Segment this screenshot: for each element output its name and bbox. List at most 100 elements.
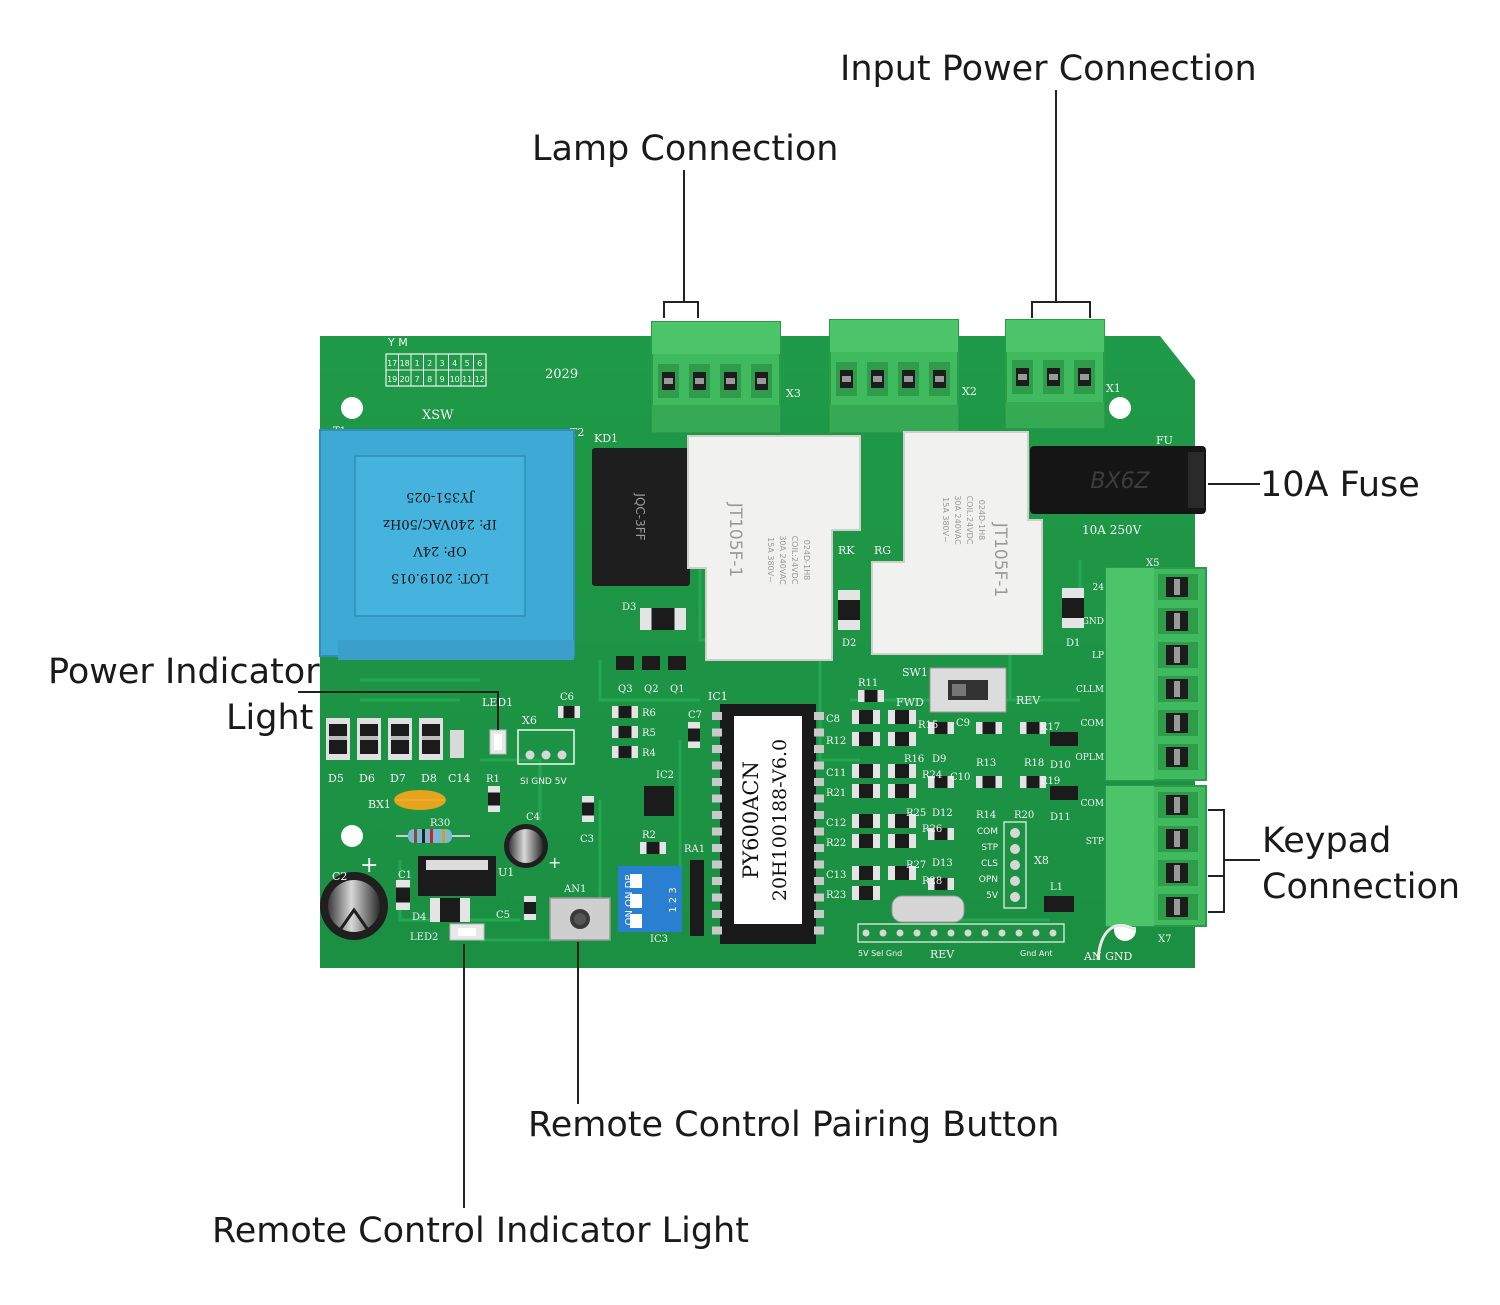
switch-cell: 6 <box>477 359 482 368</box>
rk-label: RK <box>838 544 855 557</box>
silkscreen-ref: D2 <box>842 638 856 649</box>
silkscreen-ref: R1 <box>486 774 500 785</box>
smd-part <box>1026 722 1040 734</box>
terminal-block-x5[interactable] <box>1105 567 1207 781</box>
antenna-wire <box>1096 923 1136 961</box>
silkscreen-ref: C8 <box>826 714 840 725</box>
smd-part <box>895 866 909 880</box>
direction-switch[interactable] <box>929 667 1007 713</box>
ra1-label: RA1 <box>684 844 705 855</box>
terminal-block-x3[interactable] <box>651 321 781 433</box>
header-pin <box>1015 929 1023 937</box>
terminal-block-x2[interactable] <box>829 319 959 433</box>
header-pin <box>862 929 870 937</box>
smd-part <box>1062 598 1084 618</box>
terminal-screw-slot <box>695 378 704 384</box>
smd-part <box>895 834 909 848</box>
transistor <box>616 656 634 670</box>
smd-part <box>895 814 909 828</box>
callout-keypad-line1: Keypad <box>1262 821 1391 861</box>
mcu-pin <box>712 745 722 753</box>
terminal-block-x1[interactable] <box>1005 319 1105 429</box>
mounting-hole <box>1109 397 1131 419</box>
terminal-screw-slot <box>904 376 913 382</box>
callout-keypad: Keypad Connection <box>1208 809 1460 913</box>
terminal-screw-slot <box>1174 681 1180 697</box>
mcu-pin <box>712 860 722 869</box>
right-pin-label: CLLM <box>1076 685 1104 695</box>
capacitor-c14 <box>450 730 464 758</box>
header-pin <box>964 929 972 937</box>
callout-indicator-light: Remote Control Indicator Light <box>212 944 749 1251</box>
voltage-regulator-u1 <box>418 856 496 896</box>
smd-part <box>859 814 873 828</box>
switch-cell: 10 <box>450 375 460 384</box>
x6-label: X6 <box>522 714 537 727</box>
electrolytic-capacitor-c2 <box>320 872 388 940</box>
terminal-screw-slot <box>842 376 851 382</box>
transformer-line: IP: 240VAC/50Hz <box>383 516 497 531</box>
xsw-label: XSW <box>422 408 454 423</box>
silkscreen-ref: D3 <box>622 602 636 613</box>
silkscreen-ref: R17 <box>1040 722 1060 733</box>
terminal-screw-slot <box>1174 647 1180 663</box>
c14-label: C14 <box>448 772 470 785</box>
switch-cell: 11 <box>462 375 472 384</box>
silkscreen-ref: D4 <box>412 912 426 923</box>
switch-cell: 12 <box>475 375 485 384</box>
diode-label: D6 <box>359 772 375 785</box>
mcu-pin <box>712 910 722 918</box>
mcu-line1: PY600ACN <box>739 761 763 879</box>
pairing-button[interactable] <box>549 897 611 941</box>
switch-cell: 2 <box>427 359 432 368</box>
silkscreen-ref: R13 <box>976 758 996 769</box>
smd-part <box>524 902 536 914</box>
relay-rg: JT105F-1 024D-1H8 COIL:24VDC 30A 240VAC … <box>871 431 1043 655</box>
right-pin-label: STP <box>1086 837 1104 847</box>
x8-pin-label: 5V <box>986 891 999 901</box>
relay-rk-model: JT105F-1 <box>725 502 745 578</box>
antenna-labels: AN GND <box>1083 950 1132 963</box>
switch-cell: 7 <box>415 375 420 384</box>
transformer-line: LOT: 2019.015 <box>391 570 489 585</box>
terminal-screw-slot <box>1174 749 1180 765</box>
silkscreen-ref: R14 <box>976 810 996 821</box>
switch-cell: 19 <box>387 375 397 384</box>
mcu-pin <box>814 728 824 737</box>
c4-label: C4 <box>526 812 540 823</box>
terminal-screw-slot <box>1049 374 1058 380</box>
diode-band <box>422 736 440 740</box>
smd-part <box>646 842 660 854</box>
terminal-block-x7[interactable] <box>1105 785 1207 927</box>
header-pin <box>1049 929 1057 937</box>
callout-keypad-line2: Connection <box>1262 867 1460 907</box>
smd-part <box>440 898 460 922</box>
relay-rk-spec: 15A 380V~ <box>766 537 775 583</box>
x8-pin-label: OPN <box>979 875 998 885</box>
silkscreen-ref: R4 <box>642 748 656 759</box>
callout-indicator-light-text: Remote Control Indicator Light <box>212 1211 749 1251</box>
mcu-pin <box>712 794 722 803</box>
mcu-pin <box>814 877 824 885</box>
mcu-pin <box>814 860 824 869</box>
diode <box>1050 732 1078 746</box>
mcu-pin <box>712 728 722 737</box>
r30-label: R30 <box>430 818 450 829</box>
smd-components <box>396 588 1084 922</box>
dip-switch[interactable] <box>618 866 682 932</box>
terminal-screw-slot <box>1174 865 1180 881</box>
mounting-hole <box>341 397 363 419</box>
ic3-label: IC3 <box>650 934 668 945</box>
header-pin <box>981 929 989 937</box>
diode-band <box>360 736 378 740</box>
smd-part <box>396 887 410 903</box>
smd-part <box>582 802 594 816</box>
power-indicator-led <box>489 729 507 755</box>
callout-pairing-button-text: Remote Control Pairing Button <box>528 1105 1059 1145</box>
terminal-screw-slot <box>1174 797 1180 813</box>
mcu-pin <box>814 811 824 819</box>
right-pin-label: LP <box>1092 651 1104 661</box>
smd-part <box>651 608 675 630</box>
